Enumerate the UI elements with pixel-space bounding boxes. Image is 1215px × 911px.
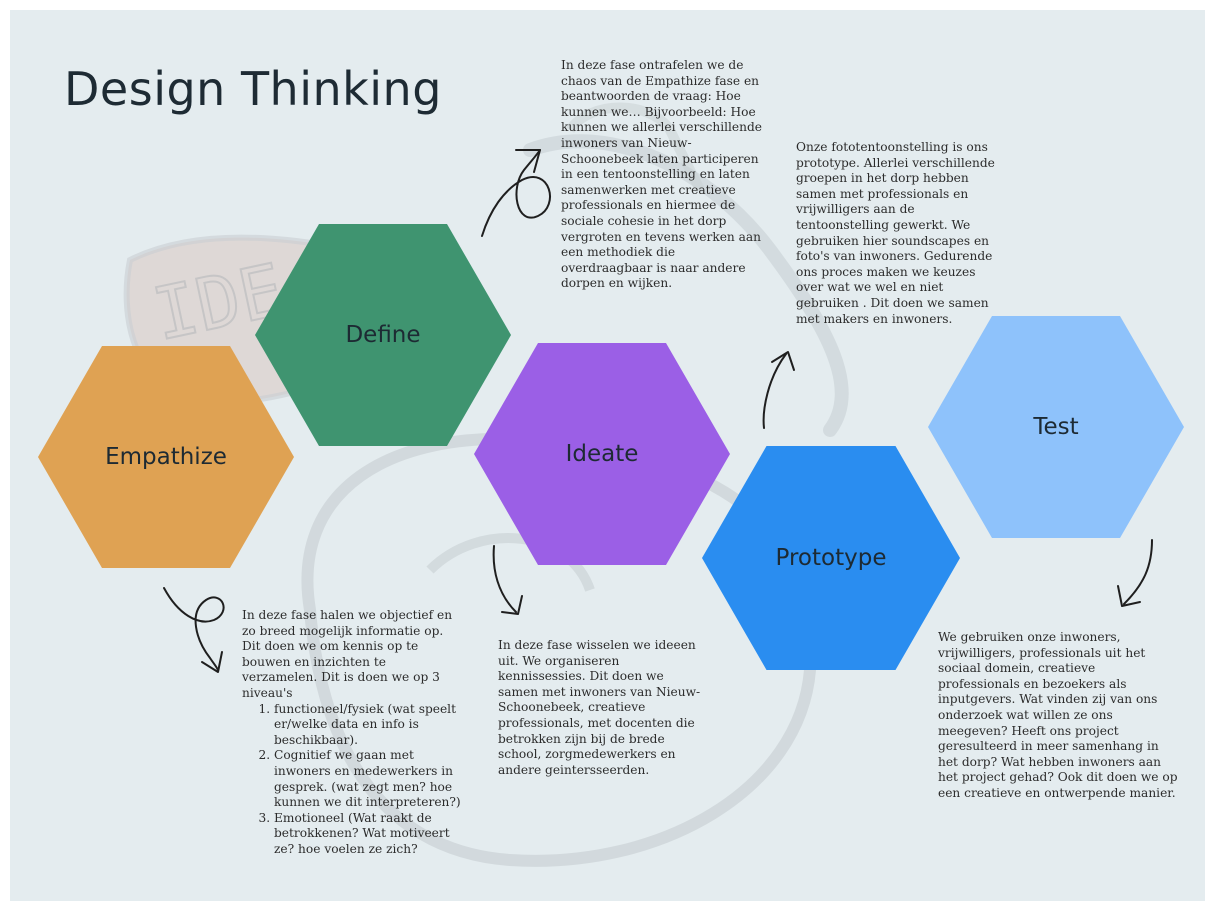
list-item: functioneel/fysiek (wat speelt er/welke … [274,702,464,749]
prototype-note: Onze fototentoonstelling is ons prototyp… [796,140,996,327]
ideate-note-text: In deze fase wisselen we ideeen uit. We … [498,638,701,777]
define-note-text: In deze fase ontrafelen we de chaos van … [561,58,762,291]
prototype-note-text: Onze fototentoonstelling is ons prototyp… [796,140,995,326]
page-title: Design Thinking [64,62,442,116]
empathize-note-intro: In deze fase halen we objectief en zo br… [242,608,453,700]
empathize-levels-list: functioneel/fysiek (wat speelt er/welke … [242,702,464,858]
test-note: We gebruiken onze inwoners, vrijwilliger… [938,630,1178,802]
list-item: Emotioneel (Wat raakt de betrokkenen? Wa… [274,811,464,858]
design-thinking-canvas: IDE Design Thinking Empathize Define Ide… [10,10,1205,901]
test-label: Test [1033,414,1079,440]
ideate-label: Ideate [565,441,639,467]
ideate-hexagon: Ideate [474,343,730,565]
define-note: In deze fase ontrafelen we de chaos van … [561,58,766,292]
list-item: Cognitief we gaan met inwoners en medewe… [274,748,464,810]
empathize-note: In deze fase halen we objectief en zo br… [242,608,464,858]
ideate-note: In deze fase wisselen we ideeen uit. We … [498,638,703,778]
test-note-text: We gebruiken onze inwoners, vrijwilliger… [938,630,1178,800]
empathize-label: Empathize [105,444,227,470]
prototype-label: Prototype [775,545,887,571]
define-label: Define [345,322,421,348]
